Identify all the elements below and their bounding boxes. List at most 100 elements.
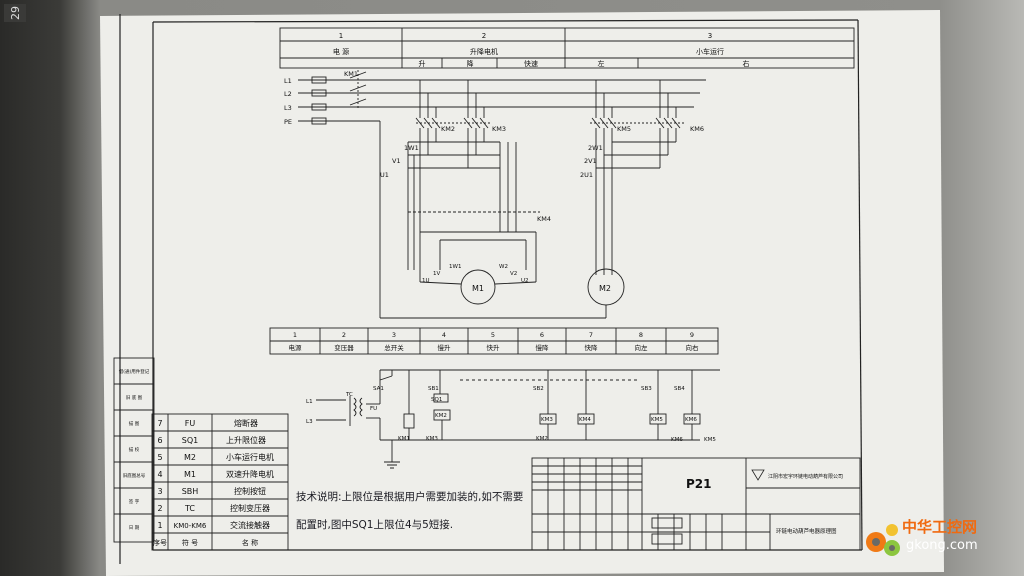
ctrl-km1-coil: KM1 <box>398 436 410 442</box>
km6-main-label: KM6 <box>690 125 704 133</box>
control-circuit <box>316 369 720 469</box>
m1-term-v2: V2 <box>510 271 517 277</box>
page-number-badge: 29 <box>4 4 26 22</box>
gear-logo-icon <box>866 524 900 556</box>
header-col2-title: 升降电机 <box>470 47 498 56</box>
ctrl-sb4-label: SB4 <box>674 386 685 392</box>
legend-row7-name: 交流接触器 <box>230 520 270 530</box>
inner-frame-top <box>152 19 859 23</box>
w2-label: 2W1 <box>588 144 603 152</box>
m1-term-1u: 1U <box>422 278 430 284</box>
ctrl-num-1: 1 <box>293 331 297 339</box>
ctrl-km2-contact: KM2 <box>536 436 548 442</box>
ctrl-num-4: 4 <box>442 331 446 339</box>
legend-row5-no: 3 <box>157 487 162 496</box>
header-sub-down: 降 <box>467 59 474 68</box>
ctrl-label-fast-down: 快降 <box>585 343 599 352</box>
ctrl-tc-label: TC <box>345 392 353 398</box>
legend-row3-name: 小车运行电机 <box>226 452 274 462</box>
w1-label: 1W1 <box>404 144 419 152</box>
km2-main-label: KM2 <box>441 125 455 133</box>
legend-row7-no: 1 <box>157 521 162 530</box>
u2-label: 2U1 <box>580 171 593 179</box>
company-name: 江阴市宏宇环链电动葫芦有限公司 <box>768 473 843 480</box>
ctrl-km3-contact: KM3 <box>426 436 438 442</box>
legend-row6-no: 2 <box>157 504 162 513</box>
strip-item-1: 借(通)用件登记 <box>119 368 150 375</box>
header-sub-left: 左 <box>598 59 605 68</box>
paper <box>100 10 944 576</box>
legend-row7-sym: KM0-KM6 <box>174 522 207 530</box>
power-label-l2: L2 <box>284 90 292 98</box>
contactor-contacts <box>379 117 684 319</box>
tech-note-line1: 技术说明:上限位是根据用户需要加装的,如不需要 <box>296 490 523 503</box>
header-col1-title: 电 源 <box>333 47 349 56</box>
legend-table <box>151 413 289 551</box>
legend-header-name: 名 称 <box>242 538 258 547</box>
header-sub-right: 右 <box>743 59 750 68</box>
header-col2-num: 2 <box>482 32 486 40</box>
watermark-domain: gkong.com <box>906 538 978 553</box>
strip-item-2: 旧 底 图 <box>126 394 143 401</box>
tech-note-line2: 配置时,图中SQ1上限位4与5短接. <box>296 518 453 531</box>
ctrl-label-slow-down: 慢降 <box>536 343 550 352</box>
drawing-title: 环链电动葫芦电器原理图 <box>776 527 837 535</box>
km1-main-label: KM1 <box>344 70 358 78</box>
ctrl-sq1-label: SQ1 <box>431 397 442 403</box>
power-bus <box>298 70 706 125</box>
m1-term-1v: 1V <box>433 271 440 277</box>
legend-row2-name: 上升限位器 <box>226 435 266 445</box>
title-block <box>531 457 861 551</box>
legend-header-no: 序号 <box>153 538 167 547</box>
km5-main-label: KM5 <box>617 125 631 133</box>
drawing-number: P21 <box>686 477 712 491</box>
ctrl-label-transformer: 变压器 <box>334 343 354 352</box>
km3-main-label: KM3 <box>492 125 506 133</box>
legend-row6-sym: TC <box>184 504 195 513</box>
legend-row1-sym: FU <box>185 419 196 428</box>
ctrl-km6-coil: KM6 <box>685 417 697 423</box>
header-col3-title: 小车运行 <box>696 47 724 56</box>
power-label-l1: L1 <box>284 77 292 85</box>
motor-m1 <box>419 269 537 305</box>
legend-row4-sym: M1 <box>184 470 196 479</box>
header-sub-up: 升 <box>419 59 426 68</box>
ctrl-label-fast-up: 快升 <box>487 343 501 352</box>
header-col3-num: 3 <box>708 32 712 40</box>
header-col1-num: 1 <box>339 32 343 40</box>
control-header-table <box>269 327 719 355</box>
v2-label: 2V1 <box>584 157 597 165</box>
legend-row4-name: 双速升降电机 <box>226 469 274 479</box>
watermark: 中华工控网 gkong.com <box>862 512 1012 572</box>
ctrl-km3-coil: KM3 <box>541 417 553 423</box>
power-label-pe: PE <box>284 118 292 126</box>
ctrl-l3-label: L3 <box>306 419 313 425</box>
motor-m2-label: M2 <box>599 284 611 293</box>
power-label-l3: L3 <box>284 104 292 112</box>
ctrl-km4-coil: KM4 <box>579 417 591 423</box>
strip-item-7: 日 期 <box>129 525 140 531</box>
ctrl-l1-label: L1 <box>306 399 313 405</box>
watermark-brand: 中华工控网 <box>902 518 978 536</box>
ctrl-label-left: 向左 <box>635 343 649 352</box>
ctrl-label-power: 电源 <box>289 343 303 352</box>
u1-label: U1 <box>380 171 389 179</box>
ctrl-num-9: 9 <box>690 331 694 339</box>
m1-term-1w1: 1W1 <box>449 264 461 270</box>
ctrl-num-5: 5 <box>491 331 495 339</box>
ctrl-num-6: 6 <box>540 331 544 339</box>
ctrl-label-slow-up: 慢升 <box>438 343 452 352</box>
ctrl-sb1-label: SB1 <box>428 386 439 392</box>
company-logo-icon <box>751 469 765 481</box>
ctrl-km2-coil: KM2 <box>435 413 447 419</box>
legend-row2-no: 6 <box>157 436 162 445</box>
ctrl-label-main-switch: 总开关 <box>384 343 404 352</box>
ctrl-km5-coil: KM5 <box>651 417 663 423</box>
km4-main-label: KM4 <box>537 215 551 223</box>
left-strip-table <box>113 357 155 543</box>
ctrl-num-2: 2 <box>342 331 346 339</box>
strip-item-6: 签 字 <box>129 498 140 505</box>
ctrl-num-8: 8 <box>639 331 643 339</box>
